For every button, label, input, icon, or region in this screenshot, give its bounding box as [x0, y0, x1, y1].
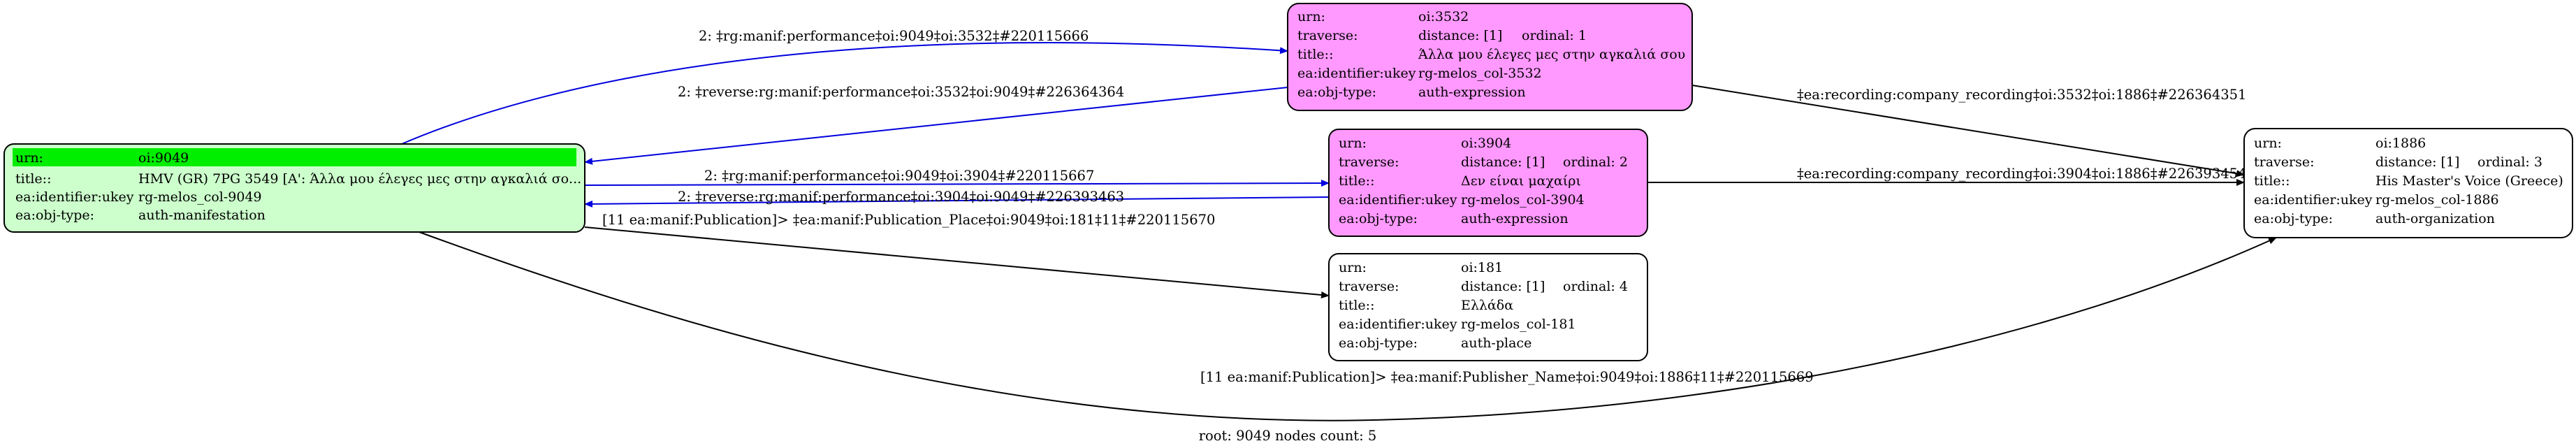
node-3904-title-key: title:: [1339, 173, 1374, 189]
edge-3904-to-9049[interactable] [584, 196, 1330, 208]
node-181-objtype-value: auth-place [1461, 335, 1531, 351]
node-181-title-value: Ελλάδα [1461, 298, 1513, 313]
edge-label-3904-to-9049: 2: ‡reverse:rg:manif:performance‡oi:3904… [678, 189, 1124, 205]
node-181-traverse-key: traverse: [1339, 279, 1399, 294]
node-9049-objtype-value: auth-manifestation [138, 208, 265, 223]
node-3904-box [1328, 129, 1648, 237]
node-1886-urn-key: urn: [2254, 136, 2282, 151]
node-3532-traverse-distance: distance: [1] [1418, 28, 1502, 43]
node-3532-box [1287, 3, 1693, 111]
node-181-box [1328, 253, 1648, 361]
node-181-objtype-key: ea:obj-type: [1339, 335, 1418, 351]
node-3904-traverse-key: traverse: [1339, 154, 1399, 170]
edge-9049-to-1886[interactable] [419, 231, 2277, 421]
node-3532-title-key: title:: [1297, 47, 1333, 62]
node-9049-objtype-key: ea:obj-type: [15, 208, 94, 223]
graph-footer: root: 9049 nodes count: 5 [1199, 428, 1377, 444]
node-1886[interactable]: urn: oi:1886 traverse: distance: [1] ord… [2243, 128, 2573, 238]
node-9049-ukey-value: rg-melos_col-9049 [138, 189, 262, 205]
node-181-traverse-ordinal: ordinal: 4 [1563, 279, 1628, 294]
node-1886-title-key: title:: [2254, 173, 2290, 189]
node-3532[interactable]: urn: oi:3532 traverse: distance: [1] ord… [1287, 3, 1693, 111]
edge-label-9049-to-3904: 2: ‡rg:manif:performance‡oi:9049‡oi:3904… [704, 168, 1094, 184]
node-9049-urn-value: oi:9049 [138, 150, 189, 166]
node-3904-ukey-value: rg-melos_col-3904 [1461, 192, 1585, 208]
node-3904-urn-value: oi:3904 [1461, 136, 1511, 151]
node-3532-title-value: Άλλα μου έλεγες μες στην αγκαλιά σου [1418, 47, 1685, 62]
edge-3532-to-9049[interactable] [584, 87, 1288, 165]
node-3904-traverse-distance: distance: [1] [1461, 154, 1545, 170]
node-3532-ukey-key: ea:identifier:ukey [1297, 66, 1416, 81]
edges: 2: ‡rg:manif:performance‡oi:9049‡oi:3532… [401, 28, 2277, 421]
edge-label-3532-to-9049: 2: ‡reverse:rg:manif:performance‡oi:3532… [678, 84, 1124, 100]
node-3532-urn-key: urn: [1297, 9, 1325, 24]
node-3904-objtype-value: auth-expression [1461, 211, 1569, 226]
node-3532-traverse-key: traverse: [1297, 28, 1358, 43]
node-9049-title-value: HMV (GR) 7PG 3549 [A': Άλλα μου έλεγες μ… [138, 171, 581, 187]
node-3904-ukey-key: ea:identifier:ukey [1339, 192, 1457, 208]
node-181-ukey-value: rg-melos_col-181 [1461, 317, 1576, 332]
edge-label-3904-to-1886: ‡ea:recording:company_recording‡oi:3904‡… [1797, 166, 2246, 182]
edge-label-9049-to-181: [11 ea:manif:Publication]> ‡ea:manif:Pub… [602, 212, 1215, 228]
node-3532-objtype-value: auth-expression [1418, 85, 1526, 100]
node-3904[interactable]: urn: oi:3904 traverse: distance: [1] ord… [1328, 129, 1648, 237]
node-3532-ukey-value: rg-melos_col-3532 [1418, 66, 1542, 81]
edge-9049-to-3904[interactable] [584, 180, 1330, 187]
node-181-urn-key: urn: [1339, 260, 1367, 275]
node-9049-title-key: title:: [15, 171, 51, 187]
node-1886-traverse-key: traverse: [2254, 154, 2315, 170]
edge-label-9049-to-3532: 2: ‡rg:manif:performance‡oi:9049‡oi:3532… [699, 28, 1089, 44]
node-181-traverse-distance: distance: [1] [1461, 279, 1545, 294]
node-1886-title-value: His Master's Voice (Greece) [2375, 173, 2563, 189]
node-3904-title-value: Δεν είναι μαχαίρι [1461, 173, 1581, 189]
node-9049[interactable]: urn: oi:9049 title:: HMV (GR) 7PG 3549 [… [3, 143, 585, 233]
node-181-urn-value: oi:181 [1461, 260, 1503, 275]
node-9049-urn-key: urn: [15, 150, 43, 166]
node-1886-objtype-key: ea:obj-type: [2254, 211, 2333, 226]
node-3904-urn-key: urn: [1339, 136, 1367, 151]
node-3904-traverse-ordinal: ordinal: 2 [1563, 154, 1628, 170]
node-3532-traverse-ordinal: ordinal: 1 [1522, 28, 1587, 43]
node-181[interactable]: urn: oi:181 traverse: distance: [1] ordi… [1328, 253, 1648, 361]
node-3904-objtype-key: ea:obj-type: [1339, 211, 1418, 226]
node-181-ukey-key: ea:identifier:ukey [1339, 317, 1457, 332]
node-1886-box [2243, 128, 2573, 238]
node-1886-urn-value: oi:1886 [2375, 136, 2426, 151]
node-181-title-key: title:: [1339, 298, 1374, 313]
edge-label-9049-to-1886: [11 ea:manif:Publication]> ‡ea:manif:Pub… [1200, 369, 1814, 385]
node-3532-urn-value: oi:3532 [1418, 9, 1469, 24]
node-1886-traverse-ordinal: ordinal: 3 [2477, 154, 2542, 170]
edge-label-3532-to-1886: ‡ea:recording:company_recording‡oi:3532‡… [1797, 87, 2246, 103]
node-1886-ukey-value: rg-melos_col-1886 [2375, 192, 2499, 208]
node-9049-ukey-key: ea:identifier:ukey [15, 189, 134, 205]
node-9049-urn-highlight [13, 148, 576, 166]
node-1886-objtype-value: auth-organization [2375, 211, 2495, 226]
node-3532-objtype-key: ea:obj-type: [1297, 85, 1376, 100]
edge-9049-to-3532[interactable] [401, 42, 1288, 145]
node-1886-traverse-distance: distance: [1] [2375, 154, 2459, 170]
edge-3532-to-1886[interactable] [1691, 85, 2245, 178]
node-1886-ukey-key: ea:identifier:ukey [2254, 192, 2373, 208]
edge-9049-to-181[interactable] [584, 226, 1330, 298]
